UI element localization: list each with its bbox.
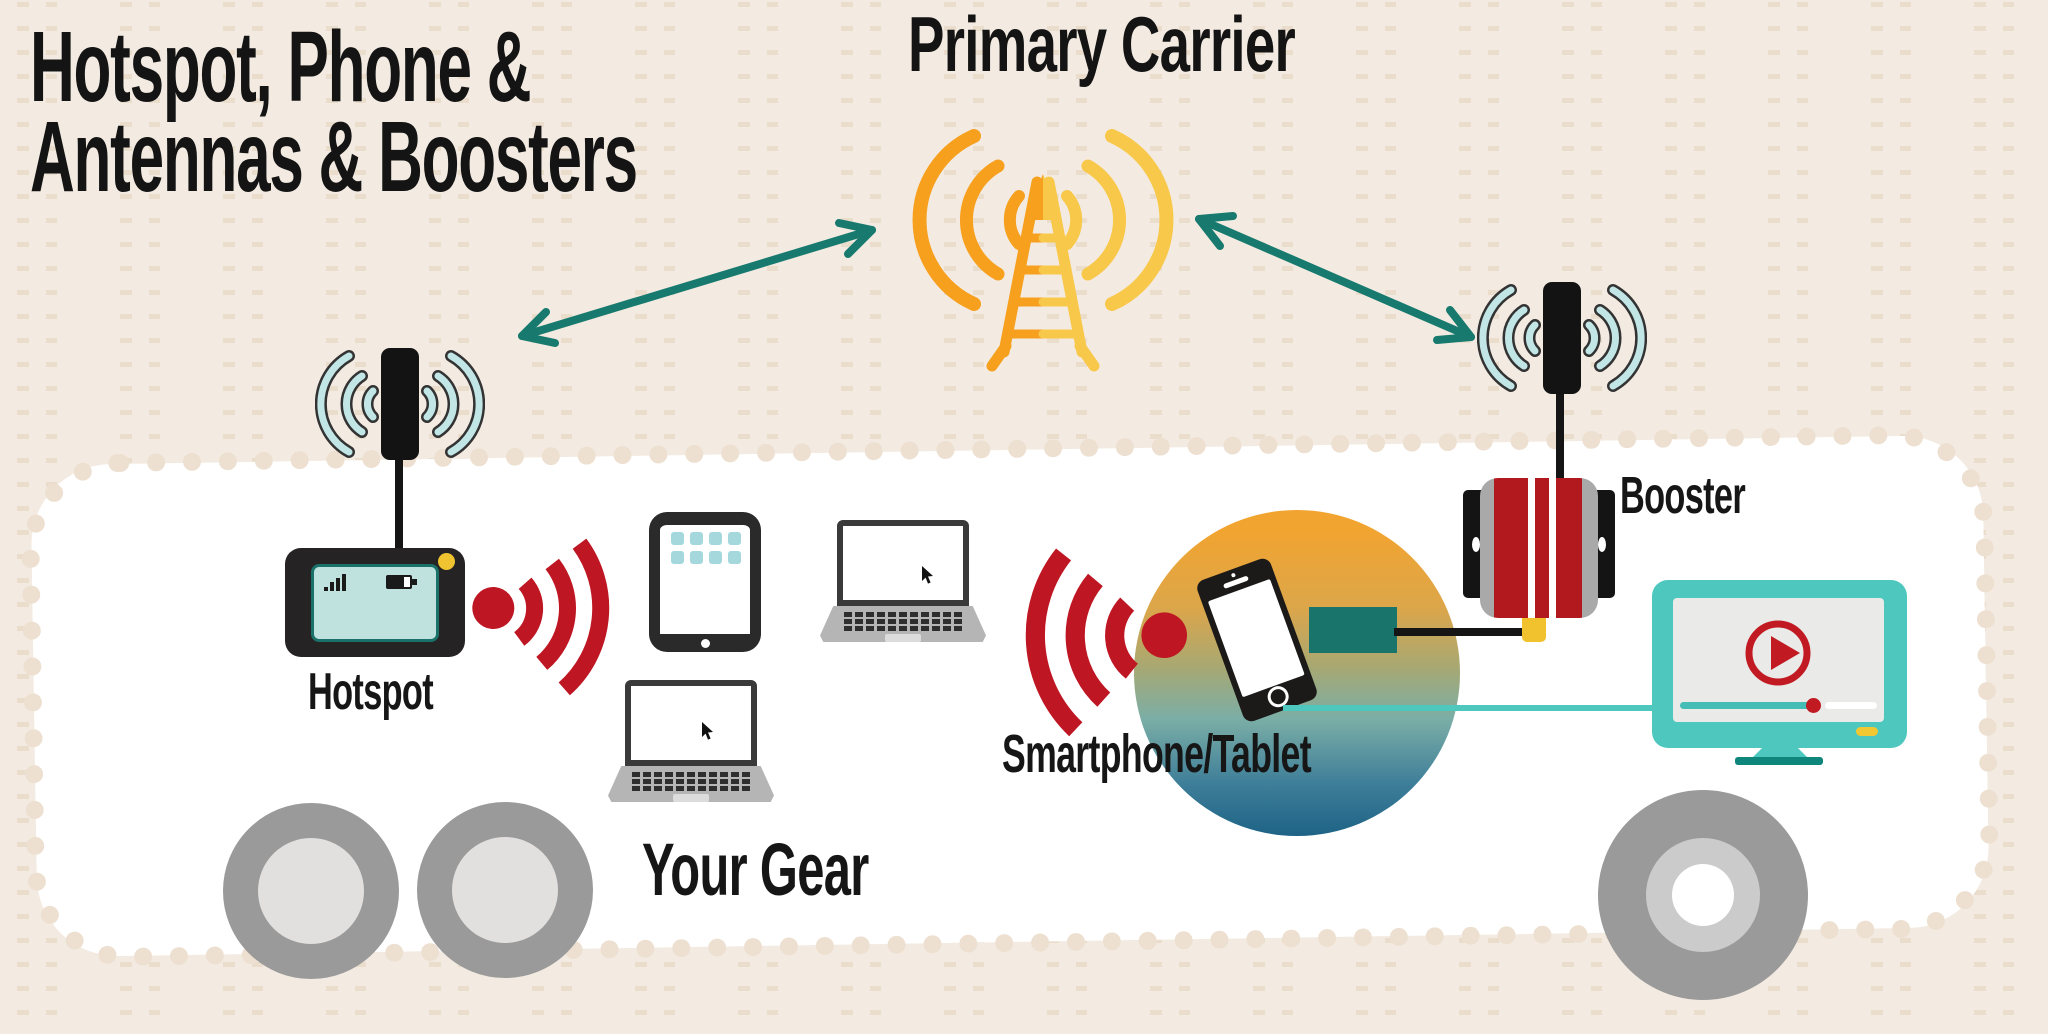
laptop-screen [837, 520, 969, 606]
tv-stand-base [1735, 757, 1823, 765]
wifi-signal-icon [472, 538, 610, 696]
page-title-line1: Hotspot, Phone & [30, 11, 531, 123]
power-led [438, 553, 455, 570]
laptop-trackpad [673, 794, 709, 802]
cursor-icon [922, 566, 933, 584]
tv-cable [1283, 705, 1655, 711]
phone-camera [1230, 572, 1236, 578]
progress-knob [1806, 698, 1821, 713]
smartphone-tablet-label: Smartphone/Tablet [1002, 724, 1312, 784]
antenna-cable [1556, 392, 1564, 484]
mounting-hole [1598, 536, 1606, 552]
antenna-icon [1477, 282, 1647, 394]
booster-cable [1394, 628, 1534, 636]
page-title-line2: Antennas & Boosters [30, 101, 638, 213]
hotspot-screen-status [324, 574, 417, 591]
cursor-icon [702, 722, 713, 740]
booster-body [1480, 478, 1598, 618]
tablet-app-grid [671, 532, 741, 564]
laptop-keyboard [632, 770, 750, 791]
play-icon [1745, 620, 1811, 686]
laptop-icon [608, 680, 774, 810]
progress-bar-played [1680, 702, 1813, 709]
antenna-icon [315, 348, 485, 460]
your-gear-label: Your Gear [642, 828, 869, 911]
arrow-tower-to-hotspot-antenna [518, 219, 876, 347]
hotspot-device-icon [285, 548, 465, 657]
antenna-cable [395, 455, 403, 563]
battery-icon [386, 575, 417, 589]
tv-power-light [1856, 727, 1878, 736]
laptop-screen [625, 680, 757, 766]
tv-video-player-icon [1652, 580, 1907, 766]
wheel-icon [1598, 790, 1808, 1000]
laptop-icon [820, 520, 986, 650]
wheel-icon [417, 802, 593, 978]
mounting-hole [1472, 536, 1480, 552]
tv-screen [1673, 598, 1884, 722]
booster-label: Booster [1620, 467, 1746, 525]
hotspot-screen [311, 564, 439, 642]
laptop-keyboard [844, 610, 962, 631]
tablet-icon [649, 512, 761, 652]
wheel-icon [223, 803, 399, 979]
page-title: Hotspot, Phone & Antennas & Boosters [30, 11, 638, 213]
wifi-signal-icon [1025, 548, 1188, 737]
tv-stand-neck [1752, 748, 1808, 758]
primary-carrier-label: Primary Carrier [908, 0, 1296, 88]
signal-bars-icon [324, 574, 346, 591]
hotspot-label: Hotspot [308, 663, 434, 721]
cell-tower-icon [912, 129, 1174, 372]
arrow-tower-to-booster-antenna [1195, 212, 1475, 344]
booster-device-icon [1463, 478, 1615, 618]
adapter-box [1309, 607, 1397, 653]
progress-bar-remaining [1825, 702, 1877, 709]
laptop-trackpad [885, 634, 921, 642]
